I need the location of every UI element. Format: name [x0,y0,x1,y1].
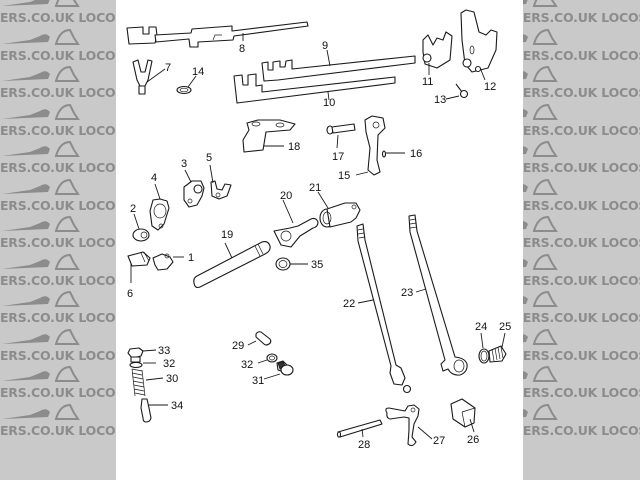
car-logo-icon [2,365,80,382]
part-4-gasket: 4 [149,172,170,231]
part-33-plug: 33 [127,345,170,363]
exploded-parts-diagram: 8 7 14 9 10 11 12 [126,9,511,451]
car-logo-icon [2,328,80,345]
part-8-selector-rod: 8 [126,21,309,55]
diagram-panel: 8 7 14 9 10 11 12 [116,0,523,480]
part-26-block: 26 [450,398,479,446]
label-1: 1 [188,252,194,264]
part-28-pin: 28 [336,419,383,451]
part-14-circlip: 14 [176,66,204,95]
part-18-interlock-plate: 18 [242,119,300,153]
part-17-bolt: 17 [326,123,356,163]
part-24-plug: 24 [475,321,490,364]
car-logo-icon [2,28,80,45]
part-29-pin: 29 [232,331,272,352]
part-19-shaft: 19 [193,229,271,289]
label-32a: 32 [163,358,175,370]
label-19: 19 [221,229,233,241]
label-9: 9 [322,40,328,52]
label-3: 3 [181,158,187,170]
label-14: 14 [192,66,204,78]
part-6-shaft-gear: 6 [127,251,151,300]
label-20: 20 [280,190,292,202]
part-34-plunger: 34 [140,398,183,423]
label-22: 22 [343,298,355,310]
part-16-pin: 16 [381,148,422,160]
label-15: 15 [338,170,350,182]
part-32-washer-left: 32 [129,358,175,370]
label-8: 8 [239,43,245,55]
car-logo-icon [2,290,80,307]
label-7: 7 [165,62,171,74]
label-10: 10 [323,97,335,109]
label-4: 4 [151,172,157,184]
part-27-lever: 27 [385,404,445,447]
label-5: 5 [206,152,212,164]
car-logo-icon [2,0,80,7]
part-20-universal-joint: 20 [273,190,319,248]
label-18: 18 [288,141,300,153]
part-2-bush: 2 [130,203,150,242]
car-logo-icon [2,253,80,270]
label-12: 12 [484,81,496,93]
part-23-rod: 23 [401,214,468,376]
label-17: 17 [332,151,344,163]
part-13-screw: 13 [434,83,469,106]
car-logo-icon [2,140,80,157]
label-2: 2 [130,203,136,215]
part-3-cam-plate: 3 [181,158,205,208]
part-21-coupling: 21 [309,182,361,228]
label-35: 35 [311,259,323,271]
part-22-selector-shaft: 22 [343,223,412,394]
label-24: 24 [475,321,487,333]
car-logo-icon [2,215,80,232]
part-31-plug: 31 [252,360,294,387]
label-26: 26 [467,434,479,446]
part-5-small-fork: 5 [206,152,232,200]
part-32-washer-right: 32 [241,353,278,371]
label-21: 21 [309,182,321,194]
part-30-spring: 30 [131,368,178,397]
label-16: 16 [410,148,422,160]
label-23: 23 [401,287,413,299]
label-33: 33 [158,345,170,357]
car-logo-icon [2,403,80,420]
label-25: 25 [499,321,511,333]
label-13: 13 [434,94,446,106]
label-29: 29 [232,340,244,352]
part-12-fork: 12 [460,9,498,93]
car-logo-icon [2,65,80,82]
part-9-selector-rod: 9 [261,40,416,82]
label-34: 34 [171,400,183,412]
part-35-washer: 35 [275,257,323,271]
label-27: 27 [433,435,445,447]
part-10-selector-rod: 10 [233,73,396,109]
part-7-fork: 7 [132,59,171,95]
label-32b: 32 [241,359,253,371]
part-25-spring: 25 [488,321,511,363]
car-logo-icon [2,103,80,120]
car-logo-icon [2,178,80,195]
label-30: 30 [166,373,178,385]
part-11-fork: 11 [422,31,453,88]
label-6: 6 [127,288,133,300]
label-28: 28 [358,439,370,451]
part-1-pinion: 1 [152,252,194,271]
label-11: 11 [422,76,433,88]
label-31: 31 [252,375,264,387]
part-15-lever: 15 [338,115,386,182]
